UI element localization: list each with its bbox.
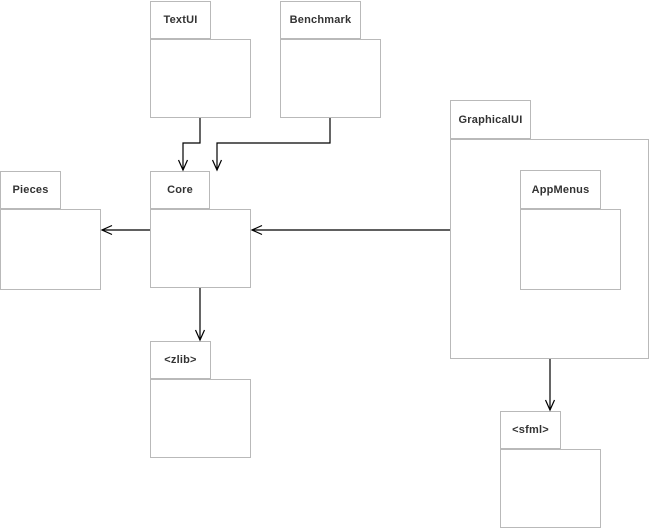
package-sfml-tab: <sfml>: [500, 411, 561, 449]
package-appmenus-body: [520, 209, 621, 290]
arrowhead-graphicalui-to-core: [250, 224, 263, 236]
arrowhead-benchmark-to-core: [211, 159, 223, 172]
package-graphicalui-tab: GraphicalUI: [450, 100, 531, 139]
package-pieces-body: [0, 209, 101, 290]
package-pieces-name: Pieces: [12, 184, 49, 196]
package-textui-name: TextUI: [163, 14, 198, 26]
package-zlib-name: <zlib>: [164, 354, 197, 366]
package-core-body: [150, 209, 251, 288]
package-graphicalui-name: GraphicalUI: [458, 113, 523, 126]
package-textui-body: [150, 39, 251, 118]
arrowhead-graphicalui-to-sfml: [544, 399, 556, 412]
package-benchmark-tab: Benchmark: [280, 1, 361, 39]
arrowhead-textui-to-core: [177, 159, 189, 172]
arrowhead-core-to-zlib: [194, 329, 206, 342]
package-benchmark-body: [280, 39, 381, 118]
package-pieces-tab: Pieces: [0, 171, 61, 209]
package-sfml-name: <sfml>: [512, 424, 549, 436]
arrowhead-core-to-pieces: [100, 224, 113, 236]
package-core-tab: Core: [150, 171, 210, 209]
package-sfml-body: [500, 449, 601, 528]
dependency-benchmark-to-core: [216, 118, 331, 170]
package-textui-tab: TextUI: [150, 1, 211, 39]
package-core-name: Core: [167, 184, 193, 196]
package-zlib-body: [150, 379, 251, 458]
package-appmenus-tab: AppMenus: [520, 170, 601, 209]
package-appmenus-name: AppMenus: [531, 183, 590, 196]
dependency-textui-to-core: [182, 118, 201, 170]
package-zlib-tab: <zlib>: [150, 341, 211, 379]
package-benchmark-name: Benchmark: [289, 14, 352, 26]
